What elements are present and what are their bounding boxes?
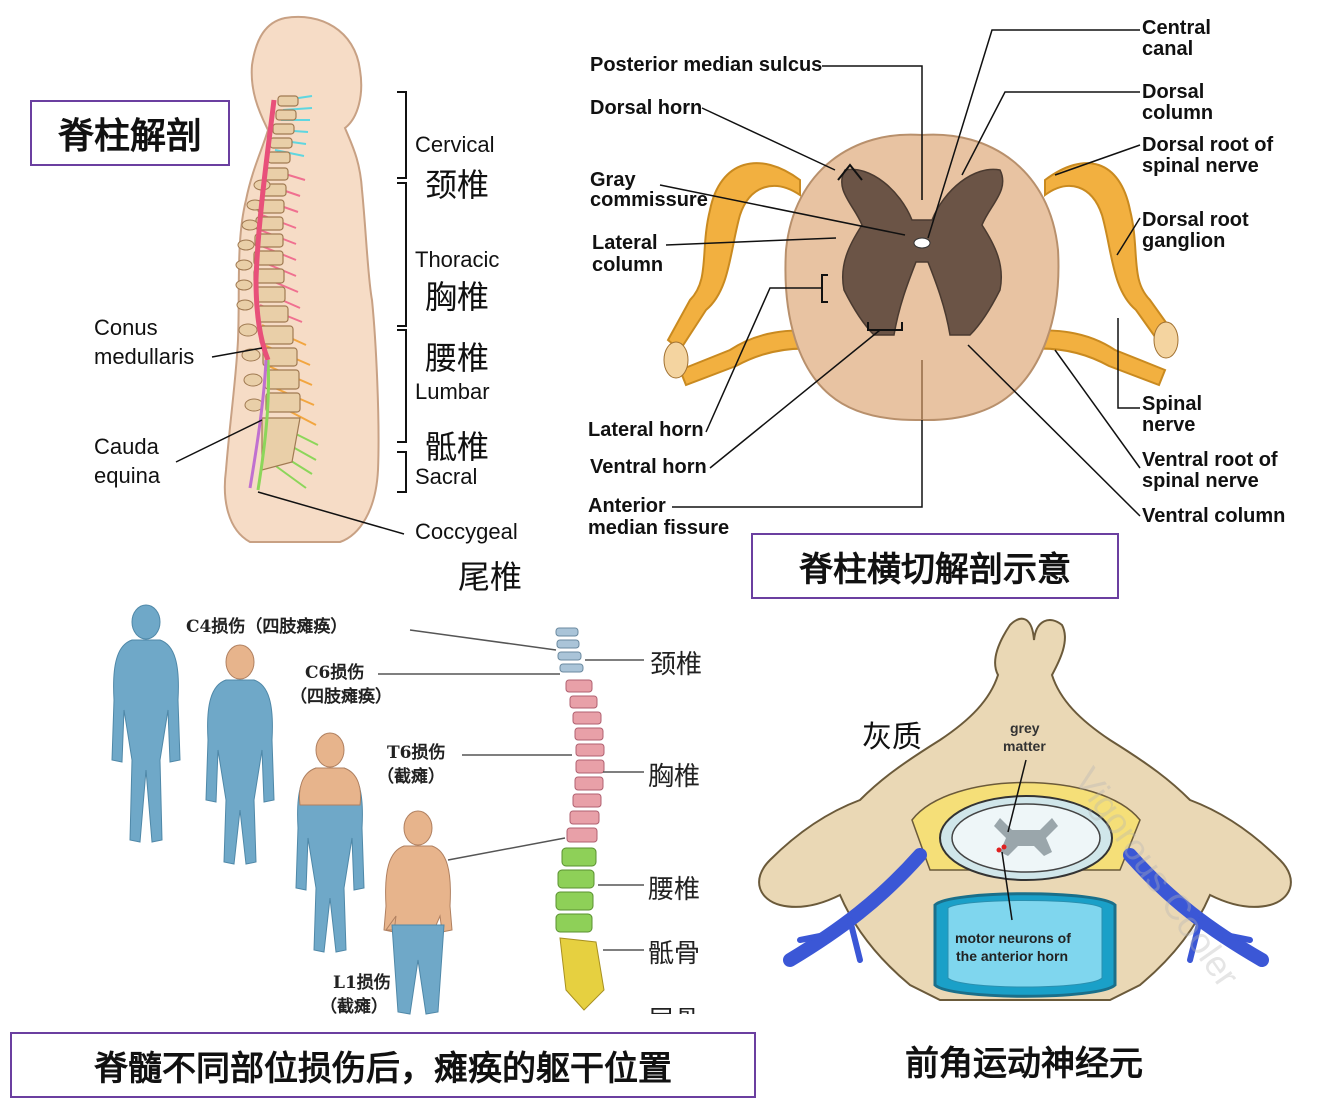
label-gray-2: commissure	[590, 189, 708, 211]
label-thoracic-cn: 胸椎	[425, 278, 490, 316]
left-dorsal-root	[666, 162, 801, 352]
panel4-caption: 前角运动神经元	[905, 1044, 1143, 1084]
panel3-caption: 脊髓不同部位损伤后，瘫痪的躯干位置	[94, 1048, 672, 1089]
title-box-spine-anatomy: 脊柱解剖	[30, 100, 230, 166]
label-conus-2: medullaris	[94, 344, 195, 369]
label-thoracic: Thoracic	[415, 247, 500, 272]
label-dorsal-horn: Dorsal horn	[590, 97, 703, 119]
label-coccygeal: Coccygeal	[415, 519, 518, 544]
label-lateral-column-2: column	[592, 254, 664, 276]
label-central-canal-1: Central	[1142, 17, 1211, 39]
label-ganglion-2: ganglion	[1142, 230, 1226, 252]
spine-label-cervical: 颈椎	[650, 650, 703, 680]
caption-box-cross-section: 脊柱横切解剖示意	[751, 533, 1119, 599]
label-ganglion-1: Dorsal root	[1142, 209, 1249, 231]
injury-t6: T6损伤	[387, 743, 446, 763]
grey-matter-shape	[994, 818, 1058, 856]
grey-matter-label-2: matter	[1003, 738, 1046, 754]
spine-label-thoracic: 胸椎	[648, 762, 701, 792]
panel2-caption: 脊柱横切解剖示意	[799, 549, 1071, 590]
label-coccygeal-cn: 尾椎	[458, 558, 523, 596]
label-sacral-cn: 骶椎	[425, 428, 490, 466]
figure-c6	[205, 644, 275, 865]
label-lateral-horn: Lateral horn	[588, 419, 704, 441]
label-lumbar: Lumbar	[415, 379, 490, 404]
left-nerve-cut	[663, 341, 689, 379]
spine-label-coccyx: 尾骨	[648, 1000, 700, 1014]
injury-c4: C4损伤（四肢瘫痪）	[186, 617, 348, 637]
motor-label-1: motor neurons of	[955, 930, 1071, 946]
label-spinal-nerve-2: nerve	[1142, 414, 1196, 436]
label-ventral-root-1: Ventral root of	[1142, 449, 1278, 471]
gray-matter	[841, 168, 1004, 336]
injury-l1-sub: （截瘫）	[320, 997, 388, 1017]
label-cervical-cn: 颈椎	[425, 166, 490, 204]
label-lumbar-cn: 腰椎	[425, 339, 490, 377]
label-lateral-column-1: Lateral	[592, 232, 658, 254]
grey-matter-label-1: grey	[1010, 720, 1040, 736]
caption-box-injury: 脊髓不同部位损伤后，瘫痪的躯干位置	[10, 1032, 756, 1098]
label-ventral-column: Ventral column	[1142, 505, 1286, 527]
figure-c4	[111, 604, 181, 843]
label-central-canal-2: canal	[1142, 38, 1194, 60]
label-ventral-horn: Ventral horn	[590, 456, 707, 478]
label-cauda-1: Cauda	[94, 434, 159, 459]
body-silhouette	[223, 15, 380, 543]
label-anterior-1: Anterior	[588, 495, 666, 517]
panel1-title: 脊柱解剖	[57, 116, 202, 157]
spine-label-lumbar: 腰椎	[648, 875, 701, 905]
label-dorsal-column-2: column	[1142, 102, 1214, 124]
label-spinal-nerve-1: Spinal	[1142, 393, 1203, 415]
injury-l1: L1损伤	[333, 973, 391, 993]
grey-label-cn: 灰质	[862, 720, 922, 755]
figure-t6	[295, 732, 365, 953]
label-dorsal-root-2: spinal nerve	[1142, 155, 1259, 177]
injury-c6: C6损伤	[305, 663, 365, 683]
label-dorsal-column-1: Dorsal	[1142, 81, 1205, 103]
spine-label-sacrum: 骶骨	[648, 939, 701, 969]
label-dorsal-root-1: Dorsal root of	[1142, 134, 1274, 156]
label-sacral: Sacral	[415, 464, 478, 489]
label-ventral-root-2: spinal nerve	[1142, 470, 1259, 492]
vertebrae	[253, 95, 301, 471]
motor-label-2: the anterior horn	[956, 948, 1069, 964]
central-canal	[913, 237, 931, 249]
label-anterior-2: median fissure	[588, 517, 730, 539]
label-posterior-median-sulcus: Posterior median sulcus	[590, 54, 823, 76]
label-gray-1: Gray	[590, 169, 636, 191]
label-cauda-2: equina	[94, 463, 161, 488]
injury-t6-sub: （截瘫）	[377, 767, 445, 787]
color-spine	[555, 627, 605, 1011]
veins	[783, 848, 1269, 967]
label-conus-1: Conus	[94, 315, 158, 340]
right-nerve-cut	[1153, 321, 1179, 359]
label-cervical: Cervical	[415, 132, 495, 157]
figure-l1	[383, 810, 453, 1015]
injury-c6-sub: （四肢瘫痪）	[290, 687, 392, 707]
